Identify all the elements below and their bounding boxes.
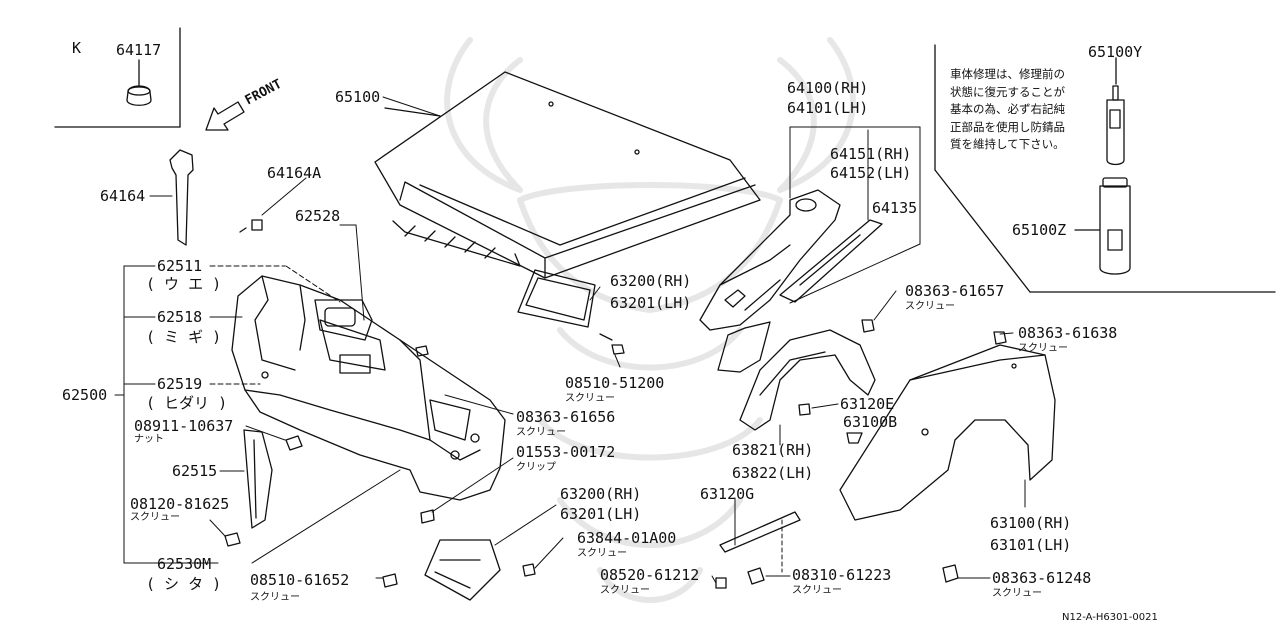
inset-box — [54, 27, 181, 128]
part-63200-lower: 63200(RH) — [560, 485, 642, 503]
spray-can-65100z — [1074, 177, 1131, 275]
part-62511: 62511 — [157, 257, 203, 275]
part-08310-61223-jp: スクリュー — [792, 585, 842, 596]
part-08510-51200: 08510-51200 — [565, 374, 665, 392]
part-62528: 62528 — [295, 207, 341, 225]
part-64164a: 64164A — [267, 164, 322, 182]
repair-note-line: 状態に復元することが — [950, 84, 1065, 99]
part-63100b: 63100B — [843, 413, 898, 431]
part-64100: 64100(RH) — [787, 79, 869, 97]
part-08520-61212-jp: スクリュー — [600, 585, 650, 596]
part-08120-81625: 08120-81625 — [130, 495, 230, 513]
part-64152: 64152(LH) — [830, 164, 912, 182]
side-brace — [243, 429, 273, 529]
upper-support-bracket — [314, 299, 373, 341]
front-arrow-icon — [205, 101, 245, 131]
part-65100: 65100 — [335, 88, 381, 106]
part-62500: 62500 — [62, 386, 108, 404]
part-63200-upper: 63200(RH) — [610, 272, 692, 290]
hood-panel — [374, 71, 761, 279]
part-08363-61656-jp: スクリュー — [516, 427, 566, 438]
watermark-emblem — [444, 37, 856, 603]
part-01553-00172: 01553-00172 — [516, 443, 616, 461]
repair-note: 車体修理は、修理前の 状態に復元することが 基本の為、必ず右記純 正部品を使用し… — [950, 66, 1100, 154]
part-08363-61656: 08363-61656 — [516, 408, 616, 426]
part-08363-61657: 08363-61657 — [905, 282, 1005, 300]
part-65100y: 65100Y — [1088, 43, 1143, 61]
part-08363-61638: 08363-61638 — [1018, 324, 1118, 342]
part-62511-jp: ( ウ エ ) — [146, 275, 222, 293]
part-63100: 63100(RH) — [990, 514, 1072, 532]
fender-brace — [719, 511, 801, 553]
part-62530m: 62530M — [157, 555, 212, 573]
part-08510-51200-jp: スクリュー — [565, 393, 615, 404]
hood-stay-panel — [169, 149, 194, 246]
part-08510-61652-jp: スクリュー — [250, 592, 300, 603]
ledge-lower-bracket — [717, 321, 771, 373]
part-08363-61248: 08363-61248 — [992, 569, 1092, 587]
part-64164: 64164 — [100, 187, 146, 205]
part-08911-10637-jp: ナット — [134, 434, 164, 445]
repair-note-line: 基本の為、必ず右記純 — [950, 102, 1065, 116]
part-64135: 64135 — [872, 199, 918, 217]
part-64117: 64117 — [116, 41, 162, 59]
part-64151: 64151(RH) — [830, 145, 912, 163]
part-01553-00172-jp: クリップ — [516, 462, 556, 473]
headlamp-bezel-upper — [517, 269, 596, 328]
part-62519: 62519 — [157, 375, 203, 393]
part-62518-jp: ( ミ ギ ) — [146, 328, 222, 346]
lower-splash-shield — [424, 539, 501, 601]
part-08520-61212: 08520-61212 — [600, 566, 700, 584]
leader-lines — [114, 96, 1026, 584]
part-08363-61248-jp: スクリュー — [992, 588, 1042, 599]
part-08310-61223: 08310-61223 — [792, 566, 892, 584]
part-63120g: 63120G — [700, 485, 755, 503]
section-letter: K — [72, 39, 82, 57]
repair-note-line: 正部品を使用し防錆品 — [950, 119, 1065, 134]
front-fender — [839, 344, 1056, 521]
figure-code: N12-A-H6301-0021 — [1062, 612, 1158, 623]
part-08363-61638-jp: スクリュー — [1018, 343, 1068, 354]
part-63101: 63101(LH) — [990, 536, 1072, 554]
wheel-housing — [739, 329, 876, 431]
part-64101: 64101(LH) — [787, 99, 869, 117]
part-63822: 63822(LH) — [732, 464, 814, 482]
part-63120e: 63120E — [840, 395, 895, 413]
hood-ledge-rail — [779, 219, 883, 303]
part-63821: 63821(RH) — [732, 441, 814, 459]
part-08911-10637: 08911-10637 — [134, 417, 234, 435]
repair-note-line: 質を維持して下さい。 — [950, 137, 1065, 151]
radiator-core-support — [231, 275, 506, 501]
part-08510-61652: 08510-61652 — [250, 571, 350, 589]
section-divider — [934, 44, 1276, 293]
hood-ledge-assembly — [699, 189, 841, 331]
part-62530m-jp: ( シ タ ) — [146, 575, 222, 593]
part-63201-lower: 63201(LH) — [560, 505, 642, 523]
part-08120-81625-jp: スクリュー — [130, 512, 180, 523]
repair-note-line: 車体修理は、修理前の — [950, 67, 1065, 81]
part-62515: 62515 — [172, 462, 218, 480]
part-08363-61657-jp: スクリュー — [905, 301, 955, 312]
spray-can-65100y — [1106, 57, 1125, 166]
part-63844-01a00-jp: スクリュー — [577, 548, 627, 559]
part-65100z: 65100Z — [1012, 221, 1067, 239]
part-63201-upper: 63201(LH) — [610, 294, 692, 312]
part-62519-jp: ( ヒダリ ) — [146, 394, 228, 412]
part-62518: 62518 — [157, 308, 203, 326]
part-63844-01a00: 63844-01A00 — [577, 529, 677, 547]
